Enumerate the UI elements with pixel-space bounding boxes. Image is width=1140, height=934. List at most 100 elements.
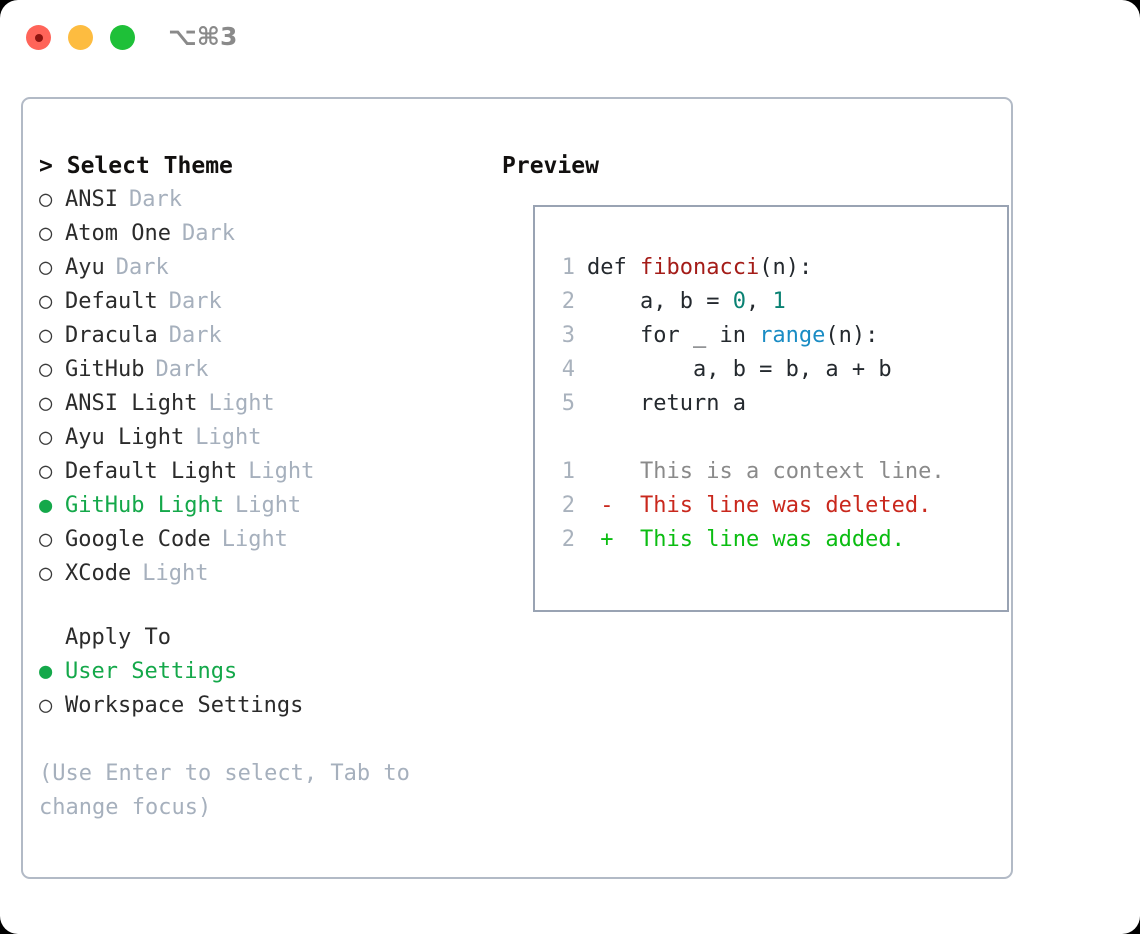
code-token-ctx [587,455,627,489]
theme-option-label: ANSI Light [65,391,198,416]
diff-line-add: 2 + This line was added. [547,523,945,557]
title-text: Select Theme [66,153,233,179]
code-line: 4 a, b = b, a + b [547,353,945,387]
radio-unselected-icon: ○ [39,391,53,416]
theme-option-default[interactable]: ○ Default Dark [39,285,469,319]
apply-to-heading-label: Apply To [65,625,171,650]
radio-unselected-icon: ○ [39,221,53,246]
theme-option-label: GitHub Light [65,493,224,518]
theme-variant-badge: Dark [181,221,235,246]
theme-variant-badge: Light [142,561,209,586]
code-line: 2 a, b = 0, 1 [547,285,945,319]
line-number: 1 [561,255,575,280]
radio-unselected-icon: ○ [39,459,53,484]
theme-option-atom-one[interactable]: ○ Atom One Dark [39,217,469,251]
theme-option-label: Google Code [65,527,211,552]
radio-unselected-icon: ○ [39,693,53,718]
apply-to-heading-marker: ○ [39,621,65,655]
radio-unselected-icon: ○ [39,357,53,382]
theme-variant-badge: Dark [168,323,222,348]
maximize-window-button[interactable] [110,25,135,50]
line-number: 1 [561,459,575,484]
theme-option-default-light[interactable]: ○ Default Light Light [39,455,469,489]
theme-option-label: ANSI [65,187,118,212]
code-token-add: This line was added. [626,527,905,552]
code-token-kw: range [759,323,826,348]
code-token-del: This line was deleted. [626,493,932,518]
title-bar: ⌥⌘3 [0,0,1140,78]
code-token-ctx: This is a context line. [626,459,945,484]
radio-unselected-icon: ○ [39,561,53,586]
theme-option-ansi[interactable]: ○ ANSI Dark [39,183,469,217]
radio-unselected-icon: ○ [39,289,53,314]
radio-unselected-icon: ○ [39,255,53,280]
theme-option-label: Ayu Light [65,425,185,450]
theme-variant-badge: Dark [115,255,169,280]
code-token-plain: (n): [825,323,879,348]
apply-to-option-workspace-settings[interactable]: ○Workspace Settings [39,689,469,723]
line-number: 4 [561,357,575,382]
theme-option-xcode[interactable]: ○ XCode Light [39,557,469,591]
theme-variant-badge: Dark [168,289,222,314]
line-number: 3 [561,323,575,348]
code-token-fn: fibonacci [639,255,760,280]
theme-variant-badge: Light [248,459,315,484]
theme-variant-badge: Light [208,391,275,416]
diff-line-ctx: 1 This is a context line. [547,455,945,489]
theme-option-label: Default [65,289,158,314]
keyboard-hint: (Use Enter to select, Tab to change focu… [39,761,410,820]
apply-to-options: ● User Settings ○Workspace Settings [39,655,469,723]
code-token-num: 0 [732,289,746,314]
line-number: 2 [561,493,575,518]
radio-selected-icon: ● [39,659,53,684]
keyboard-shortcut-label: ⌥⌘3 [168,22,238,51]
code-token-num: 1 [772,289,786,314]
close-window-button[interactable] [26,25,51,50]
radio-unselected-icon: ○ [39,323,53,348]
theme-option-ayu-light[interactable]: ○ Ayu Light Light [39,421,469,455]
apply-to-option-user-settings[interactable]: ● User Settings [39,655,469,689]
code-line: 3 for _ in range(n): [547,319,945,353]
theme-option-dracula[interactable]: ○ Dracula Dark [39,319,469,353]
line-number: 5 [561,391,575,416]
diff-line-del: 2 - This line was deleted. [547,489,945,523]
theme-variant-badge: Dark [155,357,209,382]
minimize-window-button[interactable] [68,25,93,50]
code-token-del: - [587,493,627,518]
code-blank-line [547,421,945,455]
theme-variant-badge: Light [234,493,302,518]
radio-unselected-icon: ○ [39,187,53,212]
code-line: 5 return a [547,387,945,421]
apply-to-option-label: User Settings [65,659,238,684]
code-token-plain: for _ in [587,323,760,348]
preview-title: Preview [502,153,599,179]
code-token-plain: a, b = [587,289,733,314]
page-title: > Select Theme [39,149,469,183]
theme-variant-badge: Light [221,527,288,552]
theme-option-google-code[interactable]: ○ Google Code Light [39,523,469,557]
radio-unselected-icon: ○ [39,527,53,552]
theme-variant-badge: Dark [128,187,182,212]
radio-selected-icon: ● [39,493,53,518]
code-token-add: + [587,527,627,552]
theme-option-github-light[interactable]: ● GitHub Light Light [39,489,469,523]
theme-option-label: XCode [65,561,132,586]
theme-option-label: Dracula [65,323,158,348]
radio-unselected-icon: ○ [39,425,53,450]
line-number: 2 [561,527,575,552]
title-prefix-caret: > [39,153,53,179]
theme-option-ansi-light[interactable]: ○ ANSI Light Light [39,387,469,421]
theme-option-label: Default Light [65,459,238,484]
theme-option-label: Atom One [65,221,171,246]
theme-variant-badge: Light [195,425,262,450]
